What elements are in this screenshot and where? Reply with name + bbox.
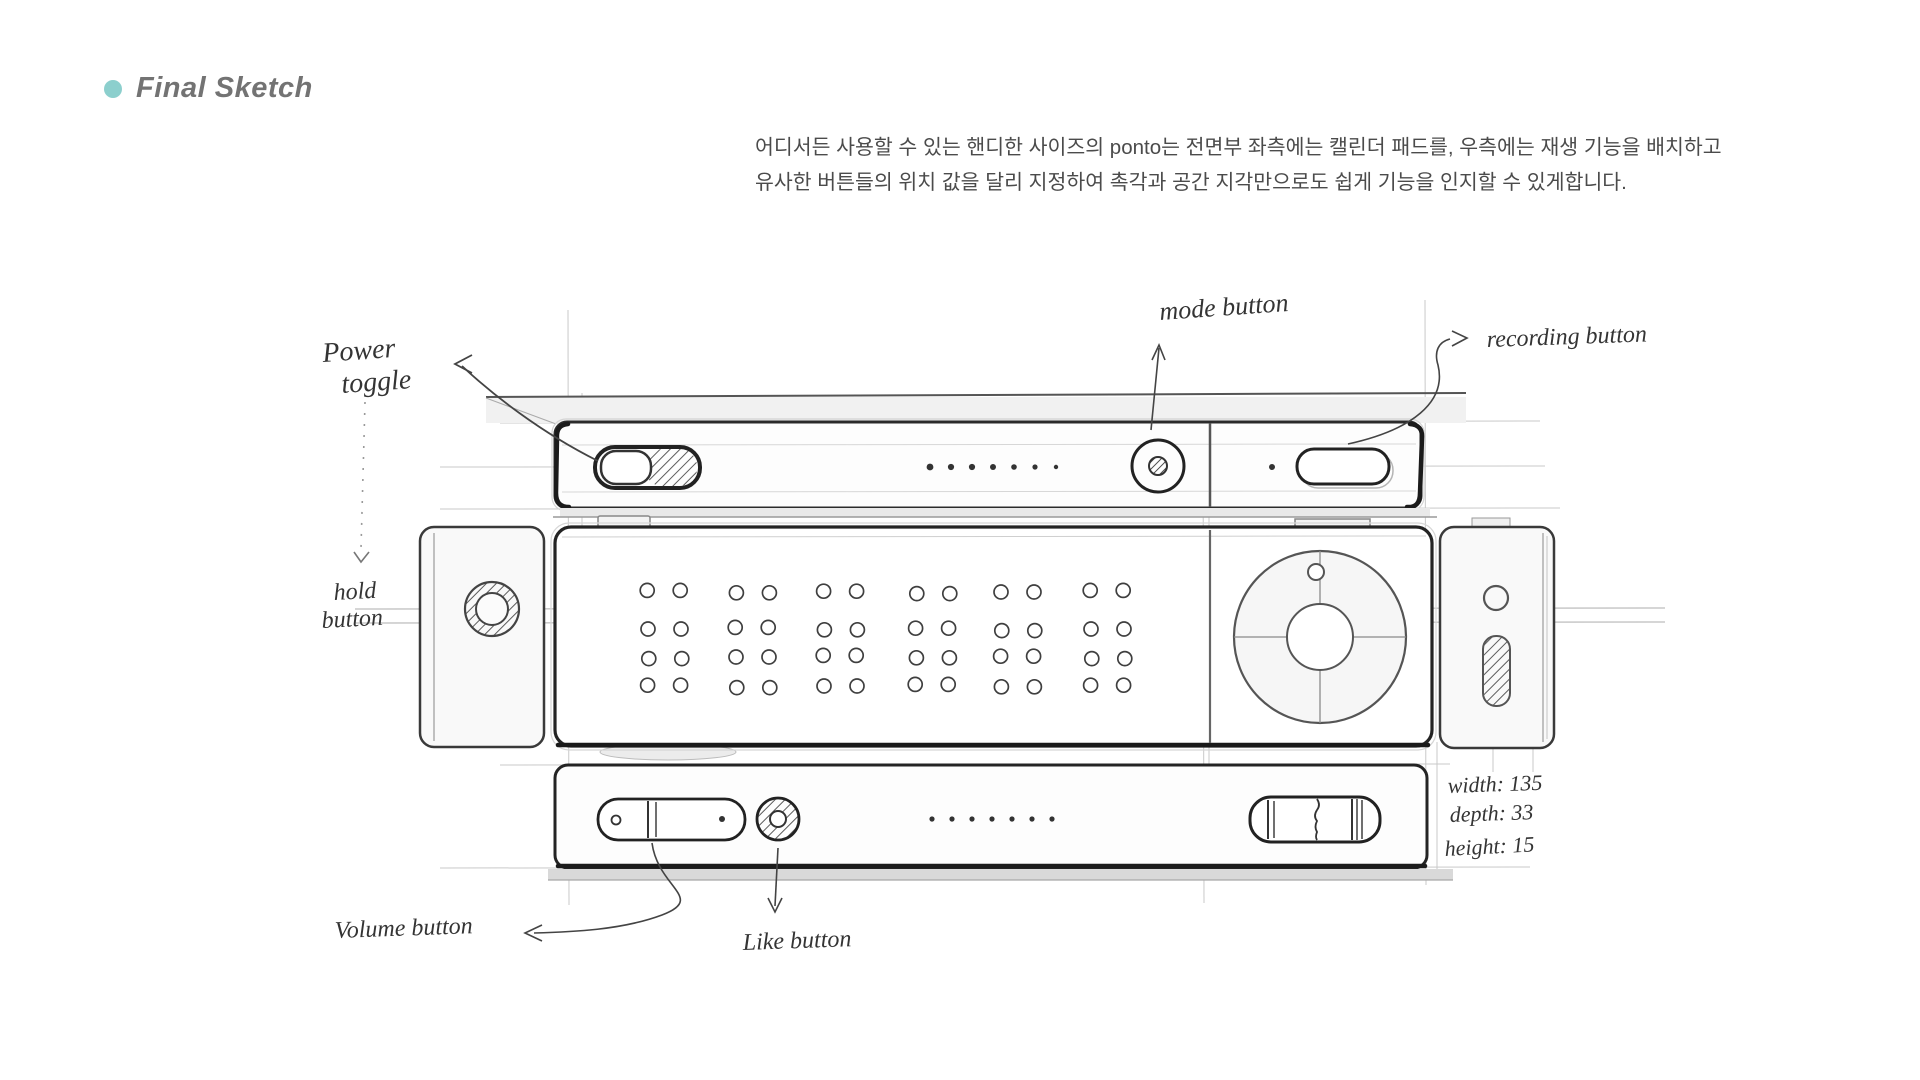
like-button-arrow [774, 847, 779, 907]
power-toggle-hatch [645, 449, 697, 486]
front-view [550, 515, 1437, 761]
label-hold-button-line2: button [321, 605, 384, 634]
left-side-body [418, 525, 546, 749]
bullet-icon [104, 79, 122, 98]
label-dimension-height: height: 15 [1444, 831, 1535, 861]
hold-button [463, 580, 521, 638]
label-hold-button-line1: hold [333, 578, 378, 606]
playback-dial [1232, 549, 1408, 725]
top-view [485, 392, 1467, 518]
annotations: Power toggle hold button mode button rec… [320, 288, 1647, 956]
bottom-view-speaker-dots [929, 816, 1055, 822]
recording-indicator-dot [1269, 464, 1275, 470]
description-line-1: 어디서든 사용할 수 있는 핸디한 사이즈의 ponto는 전면부 좌측에는 캘… [755, 136, 1722, 159]
braille-dot-grid [639, 582, 1133, 696]
label-dimension-depth: depth: 33 [1449, 799, 1534, 827]
mode-button [1130, 438, 1186, 494]
label-recording-button: recording button [1486, 321, 1647, 353]
bottom-view [548, 763, 1453, 881]
side-grip-slot [1482, 635, 1511, 707]
top-view-speaker-dots [926, 463, 1059, 471]
label-volume-button: Volume button [334, 913, 473, 944]
hold-button-dashed-line [360, 401, 366, 549]
left-side-view [418, 525, 546, 749]
description-line-2: 유사한 버튼들의 위치 값을 달리 지정하여 촉각과 공간 지각만으로도 쉽게 … [755, 171, 1627, 194]
recording-button-arrow [1347, 338, 1451, 445]
label-like-button: Like button [741, 926, 851, 956]
volume-button-arrow [533, 842, 682, 934]
side-port-circle [1482, 584, 1510, 612]
dial-center-hole [1286, 603, 1354, 671]
power-toggle-arrow [461, 365, 599, 462]
page-title: Final Sketch [136, 72, 313, 104]
mode-button-arrow [1150, 347, 1160, 431]
power-toggle-knob [599, 449, 653, 486]
label-power-toggle-line2: toggle [340, 364, 412, 400]
dimension-notes: width: 135 depth: 33 height: 15 [1444, 770, 1543, 861]
label-dimension-width: width: 135 [1447, 770, 1543, 798]
section-header: Final Sketch [104, 72, 313, 105]
label-power-toggle-line1: Power [320, 333, 396, 369]
recording-button [1295, 447, 1394, 489]
bottom-right-slide-button [1248, 795, 1382, 844]
label-mode-button: mode button [1158, 288, 1289, 326]
right-side-view [1438, 517, 1556, 750]
dial-index-dot [1307, 563, 1325, 581]
volume-button [596, 797, 747, 842]
like-button [755, 796, 801, 842]
power-toggle-switch [593, 445, 702, 490]
description-paragraph: 어디서든 사용할 수 있는 핸디한 사이즈의 ponto는 전면부 좌측에는 캘… [755, 130, 1795, 200]
